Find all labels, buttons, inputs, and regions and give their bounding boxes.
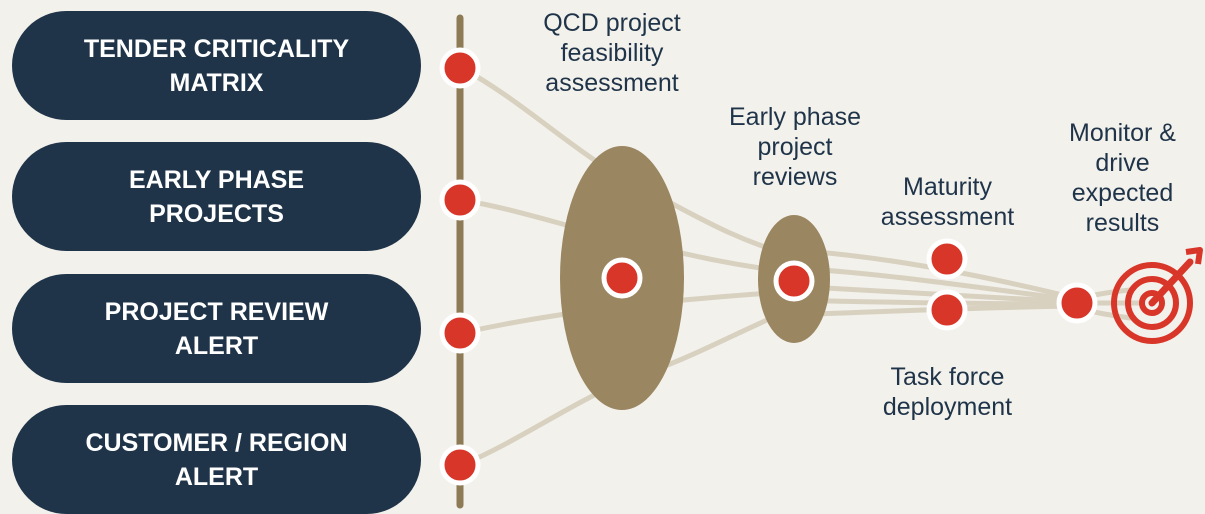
label-line: Early phase xyxy=(728,103,862,131)
label-line: Task force xyxy=(890,363,1005,391)
dot-project-review-alert xyxy=(439,312,481,354)
label-line: assessment xyxy=(880,203,1015,231)
milestone-dots xyxy=(439,47,1098,486)
label-qcd-feasibility: QCD project feasibility assessment xyxy=(512,8,712,98)
label-monitor-results: Monitor & drive expected results xyxy=(1045,118,1200,238)
label-line: drive xyxy=(1095,149,1150,177)
pill-label-line: ALERT xyxy=(174,331,259,360)
dot-task-force xyxy=(926,289,968,331)
label-line: assessment xyxy=(545,69,679,97)
dot-customer-region-alert xyxy=(439,444,481,486)
target-icon xyxy=(1111,247,1203,344)
pill-label-line: PROJECT REVIEW xyxy=(104,297,329,326)
label-line: Monitor & xyxy=(1069,119,1176,147)
label-line: deployment xyxy=(882,393,1013,421)
dot-tender-criticality xyxy=(439,47,481,89)
label-line: QCD project xyxy=(543,9,681,37)
pill-early-phase-projects: EARLY PHASE PROJECTS xyxy=(12,142,421,251)
label-line: project xyxy=(757,133,833,161)
label-line: Maturity xyxy=(903,173,992,201)
dot-early-phase-projects xyxy=(439,179,481,221)
label-line: results xyxy=(1085,209,1160,237)
label-line: expected xyxy=(1071,179,1174,207)
label-maturity-assessment: Maturity assessment xyxy=(860,172,1035,232)
label-line: feasibility xyxy=(560,39,664,67)
label-early-phase-reviews: Early phase project reviews xyxy=(700,102,890,192)
pill-label-line: ALERT xyxy=(174,462,259,491)
dot-qcd-assessment xyxy=(601,257,643,299)
dot-maturity-assessment xyxy=(926,238,968,280)
dot-monitor-results xyxy=(1056,282,1098,324)
pill-label-line: TENDER CRITICALITY xyxy=(83,34,350,63)
pill-tender-criticality-matrix: TENDER CRITICALITY MATRIX xyxy=(12,11,421,120)
pill-customer-region-alert: CUSTOMER / REGION ALERT xyxy=(12,405,421,514)
label-line: reviews xyxy=(752,163,838,191)
pill-label-line: CUSTOMER / REGION xyxy=(85,428,348,457)
dot-early-phase-reviews xyxy=(773,260,815,302)
pill-label-line: PROJECTS xyxy=(149,199,284,228)
pill-label-line: EARLY PHASE xyxy=(128,165,305,194)
pill-label-line: MATRIX xyxy=(169,68,264,97)
pill-project-review-alert: PROJECT REVIEW ALERT xyxy=(12,274,421,383)
label-task-force-deployment: Task force deployment xyxy=(860,362,1035,422)
